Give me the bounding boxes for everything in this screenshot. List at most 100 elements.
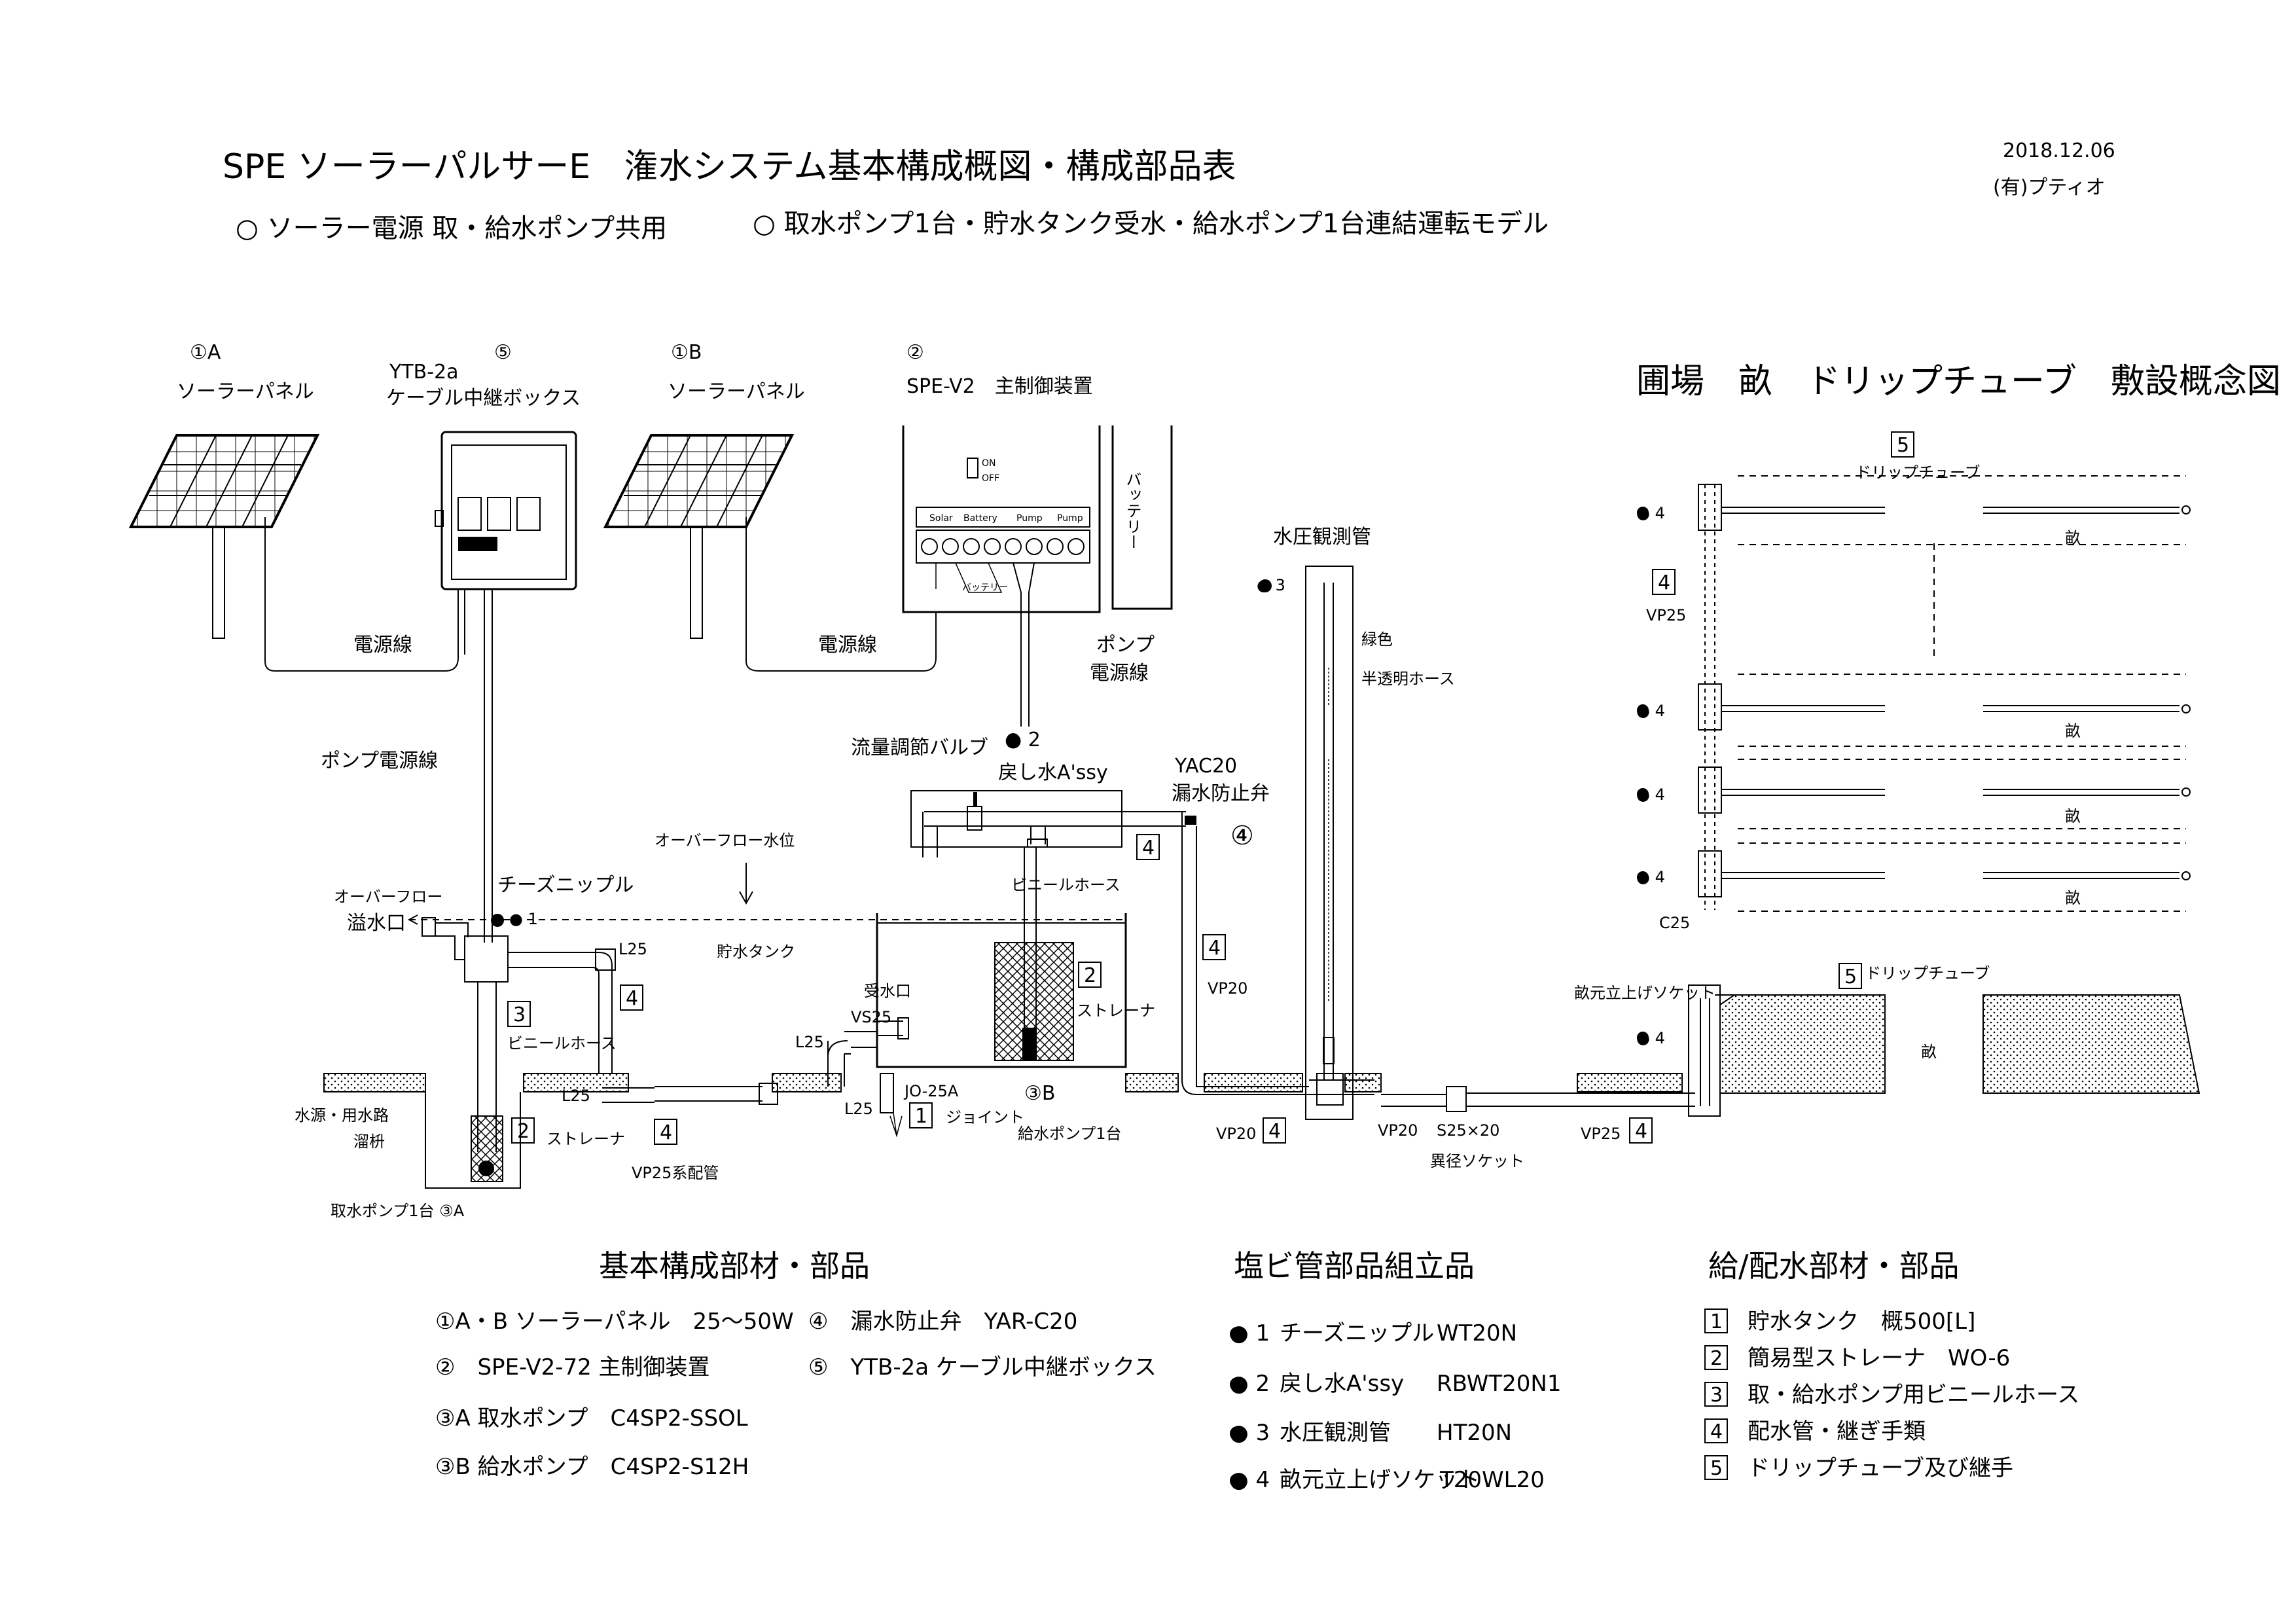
badge-2-tank: 2 — [1078, 962, 1102, 988]
pump-power-line-2a: ポンプ — [1096, 634, 1155, 657]
hose-label-2: 半透明ホース — [1361, 670, 1455, 688]
svg-text:4: 4 — [626, 987, 638, 1010]
drip-row-3: 畝 ● 4 — [1636, 759, 2191, 829]
svg-text:貯水タンク 概500[L]: 貯水タンク 概500[L] — [1748, 1308, 1975, 1335]
badge-4-vp25: 4 — [1652, 569, 1676, 595]
drip-tube-top: ドリップチューブ — [1856, 463, 1981, 482]
date: 2018.12.06 — [2003, 139, 2115, 162]
svg-text:4: 4 — [1710, 1420, 1723, 1443]
svg-text:戻し水A'ssy: 戻し水A'ssy — [1280, 1371, 1404, 1397]
company: (有)プティオ — [1993, 176, 2106, 199]
overflow-level: オーバーフロー水位 — [655, 831, 795, 850]
s25x20: S25×20 — [1437, 1121, 1499, 1140]
return-num: ● 2 — [1005, 729, 1041, 751]
battery-terminal-label: バッテリー — [962, 583, 1008, 593]
svg-text:配水管・継ぎ手類: 配水管・継ぎ手類 — [1748, 1418, 1926, 1445]
row-label-2: 畝 — [2065, 722, 2081, 740]
row-label-5: 畝 — [1921, 1043, 1937, 1061]
svg-text:3: 3 — [1710, 1384, 1723, 1407]
svg-text:4: 4 — [1142, 837, 1155, 859]
badge-4-vp25pipe: 4 — [654, 1119, 677, 1145]
svg-text:4: 4 — [1268, 1120, 1281, 1143]
svg-text:WT20N: WT20N — [1437, 1320, 1517, 1346]
solar-panel-a: ①A ソーラーパネル — [128, 341, 459, 672]
socket-label: 畝元立上げソケット — [1574, 984, 1715, 1002]
svg-text:● 2: ● 2 — [1229, 1371, 1270, 1397]
vp25-pipe: VP25系配管 — [632, 1164, 719, 1182]
parts-left-1: ①A・B ソーラーパネル 25～50W — [435, 1308, 794, 1335]
parts-list: 基本構成部材・部品 ①A・B ソーラーパネル 25～50W ② SPE-V2-7… — [435, 1248, 1157, 1480]
pvc-item-3: ● 3 水圧観測管 HT20N — [1229, 1420, 1512, 1446]
storage-tank: オーバーフロー水位 貯水タンク ビニールホース ストレーナ 受水口 VS25 — [407, 831, 1155, 1068]
check-valve-model: YAC20 — [1174, 755, 1237, 778]
pressure-tube-label: 水圧観測管 — [1273, 526, 1371, 549]
svg-text:● 1: ● 1 — [1229, 1320, 1270, 1346]
vp25-field: VP25 — [1646, 606, 1686, 624]
supply-item-4: 4 配水管・継ぎ手類 — [1704, 1418, 1926, 1445]
badge-4-vp20: 4 — [1202, 934, 1226, 960]
svg-text:4: 4 — [660, 1121, 672, 1144]
supply-item-3: 3 取・給水ポンプ用ビニールホース — [1704, 1382, 2079, 1408]
return-assy: ● 2 流量調節バルブ 戻し水A'ssy YAC20 漏水防止弁 ④ — [851, 729, 1270, 1080]
parts-title: 基本構成部材・部品 — [599, 1248, 870, 1284]
l25-a: L25 — [619, 940, 647, 958]
main-controller: ② SPE-V2 主制御装置 バッテリー ON OFF Solar Batter… — [902, 341, 1173, 727]
num-4-c: ● 4 — [1636, 785, 1665, 804]
badge-4-vp20b: 4 — [1263, 1117, 1286, 1144]
svg-text:水圧観測管: 水圧観測管 — [1280, 1420, 1391, 1446]
parts-left-4: ③B 給水ポンプ C4SP2-S12H — [435, 1454, 749, 1480]
pump-power-line-2b: 電源線 — [1090, 662, 1149, 685]
svg-text:2: 2 — [517, 1120, 529, 1143]
field-title: 圃場 畝 ドリップチューブ 敷設概念図 — [1636, 362, 2281, 401]
badge-4-vp25r: 4 — [1629, 1117, 1653, 1144]
svg-text:1: 1 — [915, 1105, 927, 1128]
pump-b-id: ③B — [1024, 1082, 1055, 1105]
svg-text:1: 1 — [1710, 1310, 1723, 1333]
badge-3-hose: 3 — [507, 1001, 531, 1027]
solar-panel-b: ①B ソーラーパネル — [603, 341, 937, 672]
supply-title: 給/配水部材・部品 — [1708, 1248, 1960, 1284]
pvc-item-1: ● 1 チーズニップル WT20N — [1229, 1320, 1517, 1346]
vs25: VS25 — [851, 1008, 891, 1026]
terminal-pump-2: Pump — [1057, 513, 1083, 524]
parts-right-2: ⑤ YTB-2a ケーブル中継ボックス — [808, 1354, 1157, 1380]
drip-tube-mid: ドリップチューブ — [1865, 964, 1990, 983]
l25-b: L25 — [795, 1033, 824, 1051]
num-4-d: ● 4 — [1636, 868, 1665, 886]
badge-5-mid: 5 — [1839, 963, 1862, 989]
reducer-label: 異径ソケット — [1430, 1152, 1524, 1170]
num-4-e: ● 4 — [1636, 1029, 1665, 1047]
terminal-pump-1: Pump — [1016, 513, 1043, 524]
badge-5-top: 5 — [1891, 431, 1914, 458]
svg-text:取・給水ポンプ用ビニールホース: 取・給水ポンプ用ビニールホース — [1748, 1382, 2079, 1408]
power-line-a: 電源線 — [353, 634, 412, 657]
tees-num: ● 1 — [509, 910, 538, 928]
supply-item-1: 1 貯水タンク 概500[L] — [1704, 1308, 1975, 1335]
controller-id: ② — [906, 341, 924, 364]
check-valve-label: 漏水防止弁 — [1172, 782, 1270, 805]
svg-text:RBWT20N1: RBWT20N1 — [1437, 1371, 1561, 1397]
pump-power-line-1: ポンプ電源線 — [321, 749, 438, 772]
drip-row-1: 畝 ● 4 — [1636, 475, 2191, 547]
jo25a: JO-25A — [903, 1082, 959, 1100]
drip-row-2: 畝 ● 4 — [1636, 674, 2191, 747]
hose-label-1: 緑色 — [1361, 630, 1393, 649]
l25-c: L25 — [562, 1087, 590, 1105]
field-layout: 圃場 畝 ドリップチューブ 敷設概念図 ドリップチューブ VP25 C25 畝 … — [1574, 362, 2281, 1117]
parts-right-1: ④ 漏水防止弁 YAR-C20 — [808, 1308, 1077, 1335]
svg-text:HT20N: HT20N — [1437, 1420, 1512, 1446]
pvc-item-4: ● 4 畝元立上げソケット T20WL20 — [1229, 1467, 1545, 1493]
vp20-c: VP20 — [1378, 1121, 1418, 1140]
panel-a-cells — [128, 434, 320, 528]
main-piping — [602, 1040, 1695, 1138]
svg-text:4: 4 — [1658, 571, 1670, 594]
badge-1-joint: 1 — [909, 1102, 933, 1128]
vinyl-hose-a: ビニールホース — [507, 1034, 617, 1053]
drip-row-4: 畝 ● 4 — [1636, 842, 2191, 912]
vp25-right: VP25 — [1581, 1125, 1621, 1143]
badge-2-strainer: 2 — [511, 1117, 535, 1144]
overflow-outlet-2: 溢水口 — [347, 912, 406, 935]
terminal-block — [916, 530, 1090, 564]
junction-model: YTB-2a — [389, 361, 459, 384]
